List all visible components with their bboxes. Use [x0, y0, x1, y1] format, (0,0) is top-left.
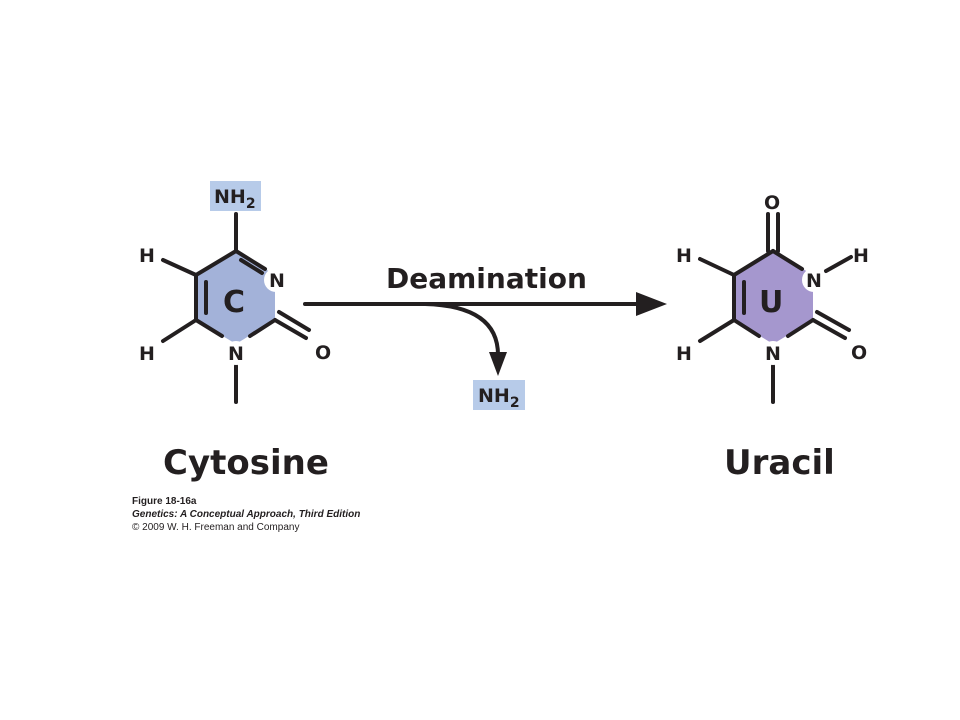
cytosine-ring-letter: C	[223, 285, 245, 320]
reaction-label: Deamination	[386, 262, 587, 295]
bond-c2-n1	[248, 318, 277, 338]
released-amino-label: NH2	[478, 385, 520, 411]
n3-label: N	[806, 270, 822, 292]
figure-number: Figure 18-16a	[132, 496, 197, 507]
cytosine-name: Cytosine	[163, 443, 329, 483]
copyright-line: © 2009 W. H. Freeman and Company	[132, 522, 300, 533]
h6-label: H	[139, 343, 155, 365]
bond-c2-n1	[786, 318, 815, 338]
bond-n1-c6	[194, 318, 224, 338]
uracil-ring	[734, 251, 813, 344]
book-title: Genetics: A Conceptual Approach, Third E…	[132, 509, 361, 520]
n1-backdrop	[224, 341, 248, 365]
bond-c4-n3	[771, 249, 804, 271]
bond-n1-c6	[732, 318, 761, 338]
n3-backdrop	[264, 268, 288, 292]
o4-label: O	[764, 192, 780, 214]
n1-backdrop	[761, 341, 785, 365]
bond-c2-o-double	[815, 310, 851, 332]
branch-arrow-head	[489, 352, 507, 376]
n1-label: N	[765, 343, 781, 365]
h5-label: H	[676, 245, 692, 267]
uracil-ring-letter: U	[759, 285, 783, 320]
o2-label: O	[315, 342, 331, 364]
figure-caption: Figure 18-16a Genetics: A Conceptual App…	[132, 495, 360, 534]
deamination-arrow: Deamination NH2	[303, 262, 667, 411]
bond-c5-h	[698, 257, 736, 277]
bond-n3-h	[824, 255, 853, 273]
bond-c5-h	[161, 258, 198, 277]
amino-highlight	[210, 181, 261, 211]
h3-label: H	[853, 245, 869, 267]
branch-arrow-curve	[423, 302, 500, 357]
bond-c4-n3	[234, 249, 267, 271]
bond-c2-o	[273, 318, 308, 340]
cytosine-molecule: NH2 N N H H O C Cytosine	[139, 181, 331, 483]
h5-label: H	[139, 245, 155, 267]
bond-c2-o	[811, 318, 847, 340]
arrow-head	[636, 292, 667, 316]
bond-c2-o-double	[277, 310, 311, 332]
bond-c6-h	[161, 318, 198, 343]
uracil-name: Uracil	[724, 443, 835, 483]
released-amino-highlight	[473, 380, 525, 410]
n3-label: N	[269, 270, 285, 292]
bond-c4-n3-double	[239, 258, 264, 275]
bond-c6-h	[698, 318, 736, 343]
o2-label: O	[851, 342, 867, 364]
uracil-molecule: O N N H H H O U Uracil	[676, 192, 869, 483]
h6-label: H	[676, 343, 692, 365]
n3-backdrop	[802, 268, 826, 292]
cytosine-ring	[196, 251, 275, 344]
bond-c5-c4	[194, 249, 238, 277]
bond-c5-c4	[732, 249, 775, 277]
amino-group-label: NH2	[214, 186, 256, 212]
n1-label: N	[228, 343, 244, 365]
